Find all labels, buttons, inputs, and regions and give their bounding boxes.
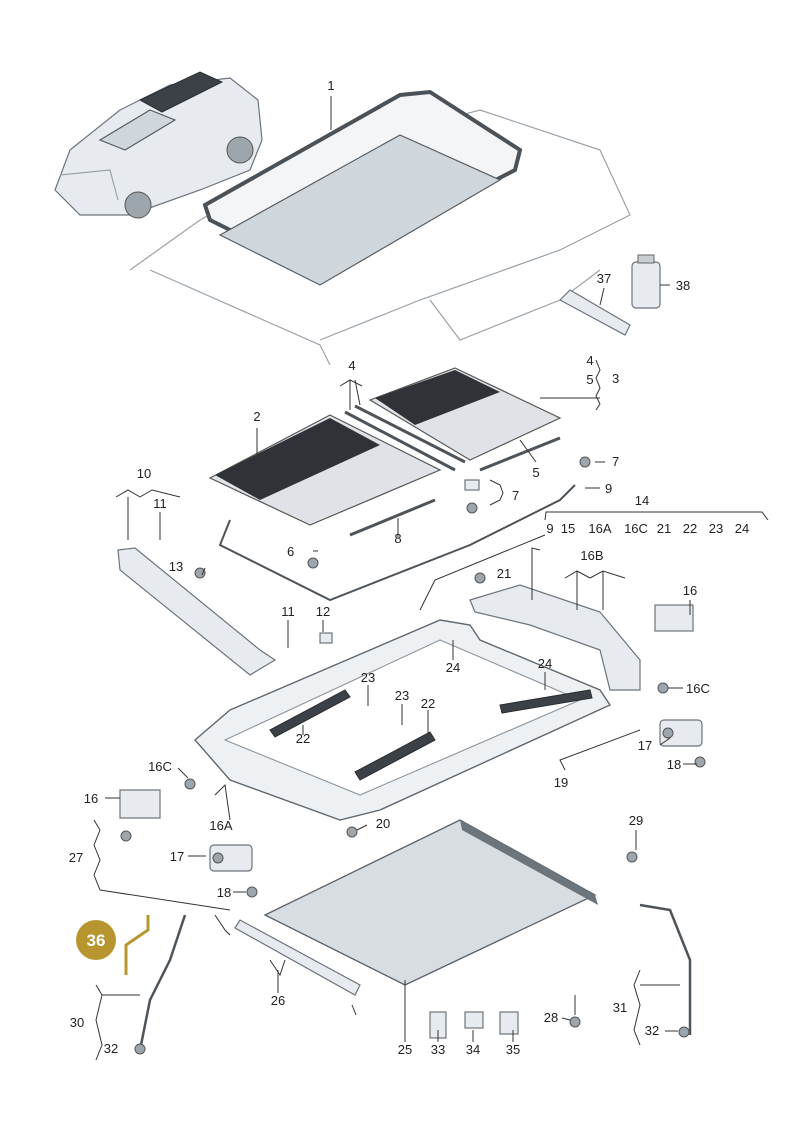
callout-label: 4	[586, 353, 593, 368]
drain-hose-31	[639, 903, 692, 1035]
front-glass-panel	[208, 414, 442, 526]
car-thumbnail	[54, 71, 263, 219]
rear-glass-panel	[368, 367, 562, 461]
callout-label: 17	[170, 849, 184, 864]
leader-lines	[93, 96, 769, 1061]
callout-label: 24	[538, 656, 552, 671]
callout-label: 16	[683, 583, 697, 598]
callout-label: 20	[376, 816, 390, 831]
callout-label: 34	[466, 1042, 480, 1057]
callout-label: 16B	[580, 548, 603, 563]
callout-label: 28	[544, 1010, 558, 1025]
callout-label: 23	[709, 521, 723, 536]
callout-label: 5	[532, 465, 539, 480]
callout-label: 14	[635, 493, 649, 508]
callout-36-label: 36	[87, 931, 106, 950]
callout-label: 7	[612, 454, 619, 469]
fasteners	[119, 456, 706, 1055]
callout-label: 19	[554, 775, 568, 790]
bottle-38	[631, 254, 661, 309]
callout-label: 18	[667, 757, 681, 772]
callout-label: 15	[561, 521, 575, 536]
callout-label: 21	[657, 521, 671, 536]
callout-label: 10	[137, 466, 151, 481]
callout-label: 9	[546, 521, 553, 536]
drain-hose-30	[138, 914, 187, 1051]
roller-blind-25	[263, 819, 598, 986]
callout-label: 27	[69, 850, 83, 865]
callout-label: 32	[645, 1023, 659, 1038]
callout-label: 22	[296, 731, 310, 746]
callout-label: 37	[597, 271, 611, 286]
callout-label: 25	[398, 1042, 412, 1057]
callout-label: 2	[253, 409, 260, 424]
glass-seals-4	[344, 404, 561, 472]
callout-label: 32	[104, 1041, 118, 1056]
callout-label: 22	[421, 696, 435, 711]
callout-label: 16C	[148, 759, 172, 774]
wind-deflector-10	[117, 547, 277, 676]
callout-label: 1	[327, 78, 334, 93]
callout-label: 11	[153, 496, 167, 511]
callout-36-highlight: 36	[76, 915, 150, 975]
callout-label: 16	[84, 791, 98, 806]
callout-label: 16C	[624, 521, 648, 536]
rail-26	[234, 919, 361, 996]
callout-labels: 1 2 3 4 4 5 5 6 7 7 8 9 9 10 11 11 12 13…	[69, 78, 749, 1057]
callout-label: 3	[612, 371, 619, 386]
callout-label: 18	[217, 885, 231, 900]
tube-37	[559, 289, 631, 336]
callout-label: 11	[281, 604, 295, 619]
callout-label: 9	[605, 481, 612, 496]
deflector-strip-8	[349, 498, 436, 537]
callout-label: 26	[271, 993, 285, 1008]
callout-label: 23	[395, 688, 409, 703]
callout-label: 23	[361, 670, 375, 685]
guide-rail-16B	[469, 584, 641, 691]
callout-label: 29	[629, 813, 643, 828]
roof-seal-frame	[202, 89, 523, 286]
callout-label: 4	[348, 358, 355, 373]
motor-17-right	[659, 719, 703, 747]
callout-label: 13	[169, 559, 183, 574]
callout-label: 24	[735, 521, 749, 536]
callout-label: 38	[676, 278, 690, 293]
callout-label: 33	[431, 1042, 445, 1057]
callout-label: 5	[586, 372, 593, 387]
callout-label: 35	[506, 1042, 520, 1057]
callout-label: 12	[316, 604, 330, 619]
motor-17-left	[209, 844, 253, 872]
callout-label: 6	[287, 544, 294, 559]
callout-label: 16A	[588, 521, 611, 536]
callout-label: 8	[394, 531, 401, 546]
callout-label: 30	[70, 1015, 84, 1030]
callout-label: 31	[613, 1000, 627, 1015]
callout-label: 7	[512, 488, 519, 503]
callout-label: 24	[446, 660, 460, 675]
callout-label: 16A	[209, 818, 232, 833]
callout-label: 16C	[686, 681, 710, 696]
callout-label: 17	[638, 738, 652, 753]
drain-hose-9	[218, 484, 576, 602]
callout-label: 22	[683, 521, 697, 536]
callout-36-badge	[76, 920, 116, 960]
callout-label: 21	[497, 566, 511, 581]
